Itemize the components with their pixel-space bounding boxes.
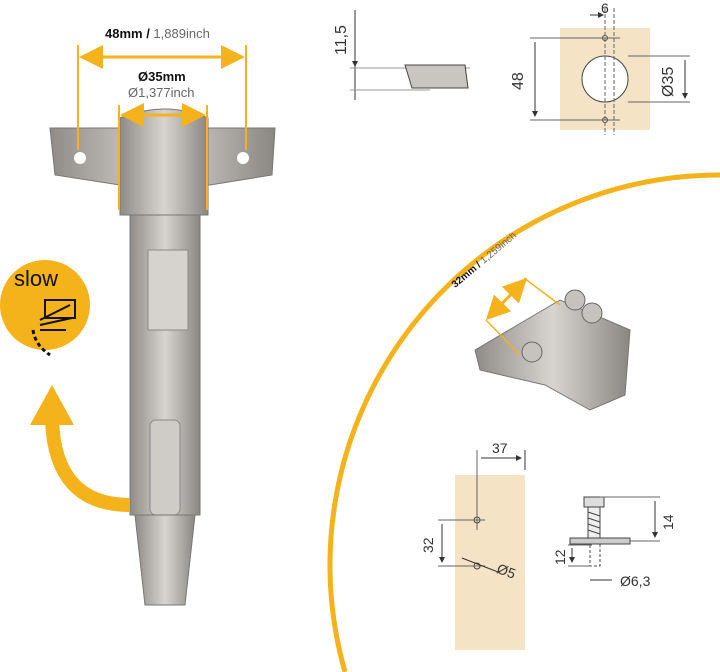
cup-diameter-mm: Ø35mm <box>138 69 186 84</box>
plate-offset-dim: 6 <box>601 0 609 16</box>
hinge-width-mm: 48mm <box>105 26 143 41</box>
hole-spacing-dim: 32 <box>420 537 436 553</box>
screw-diameter-dim: Ø6,3 <box>620 573 651 589</box>
hinge-photo <box>49 108 276 606</box>
screw-height-dim: 14 <box>660 514 676 530</box>
hinge-width-separator: / <box>142 26 154 41</box>
hinge-width-label: 48mm / 1,889inch <box>105 25 210 43</box>
mounting-plate-photo <box>474 289 631 411</box>
cup-diameter-inch: Ø1,377inch <box>128 85 195 100</box>
section-arc <box>327 172 720 672</box>
cup-diameter-dim: Ø35 <box>660 66 677 97</box>
slow-badge-label: slow <box>14 266 59 291</box>
screw-depth-dim: 12 <box>552 549 568 565</box>
side-height-dim: 11,5 <box>333 25 350 55</box>
hinge-width-inch: 1,889inch <box>153 26 210 41</box>
plate-width-dim: 37 <box>492 440 508 456</box>
curved-arrow <box>45 419 131 512</box>
plate-height-dim: 48 <box>510 72 527 90</box>
